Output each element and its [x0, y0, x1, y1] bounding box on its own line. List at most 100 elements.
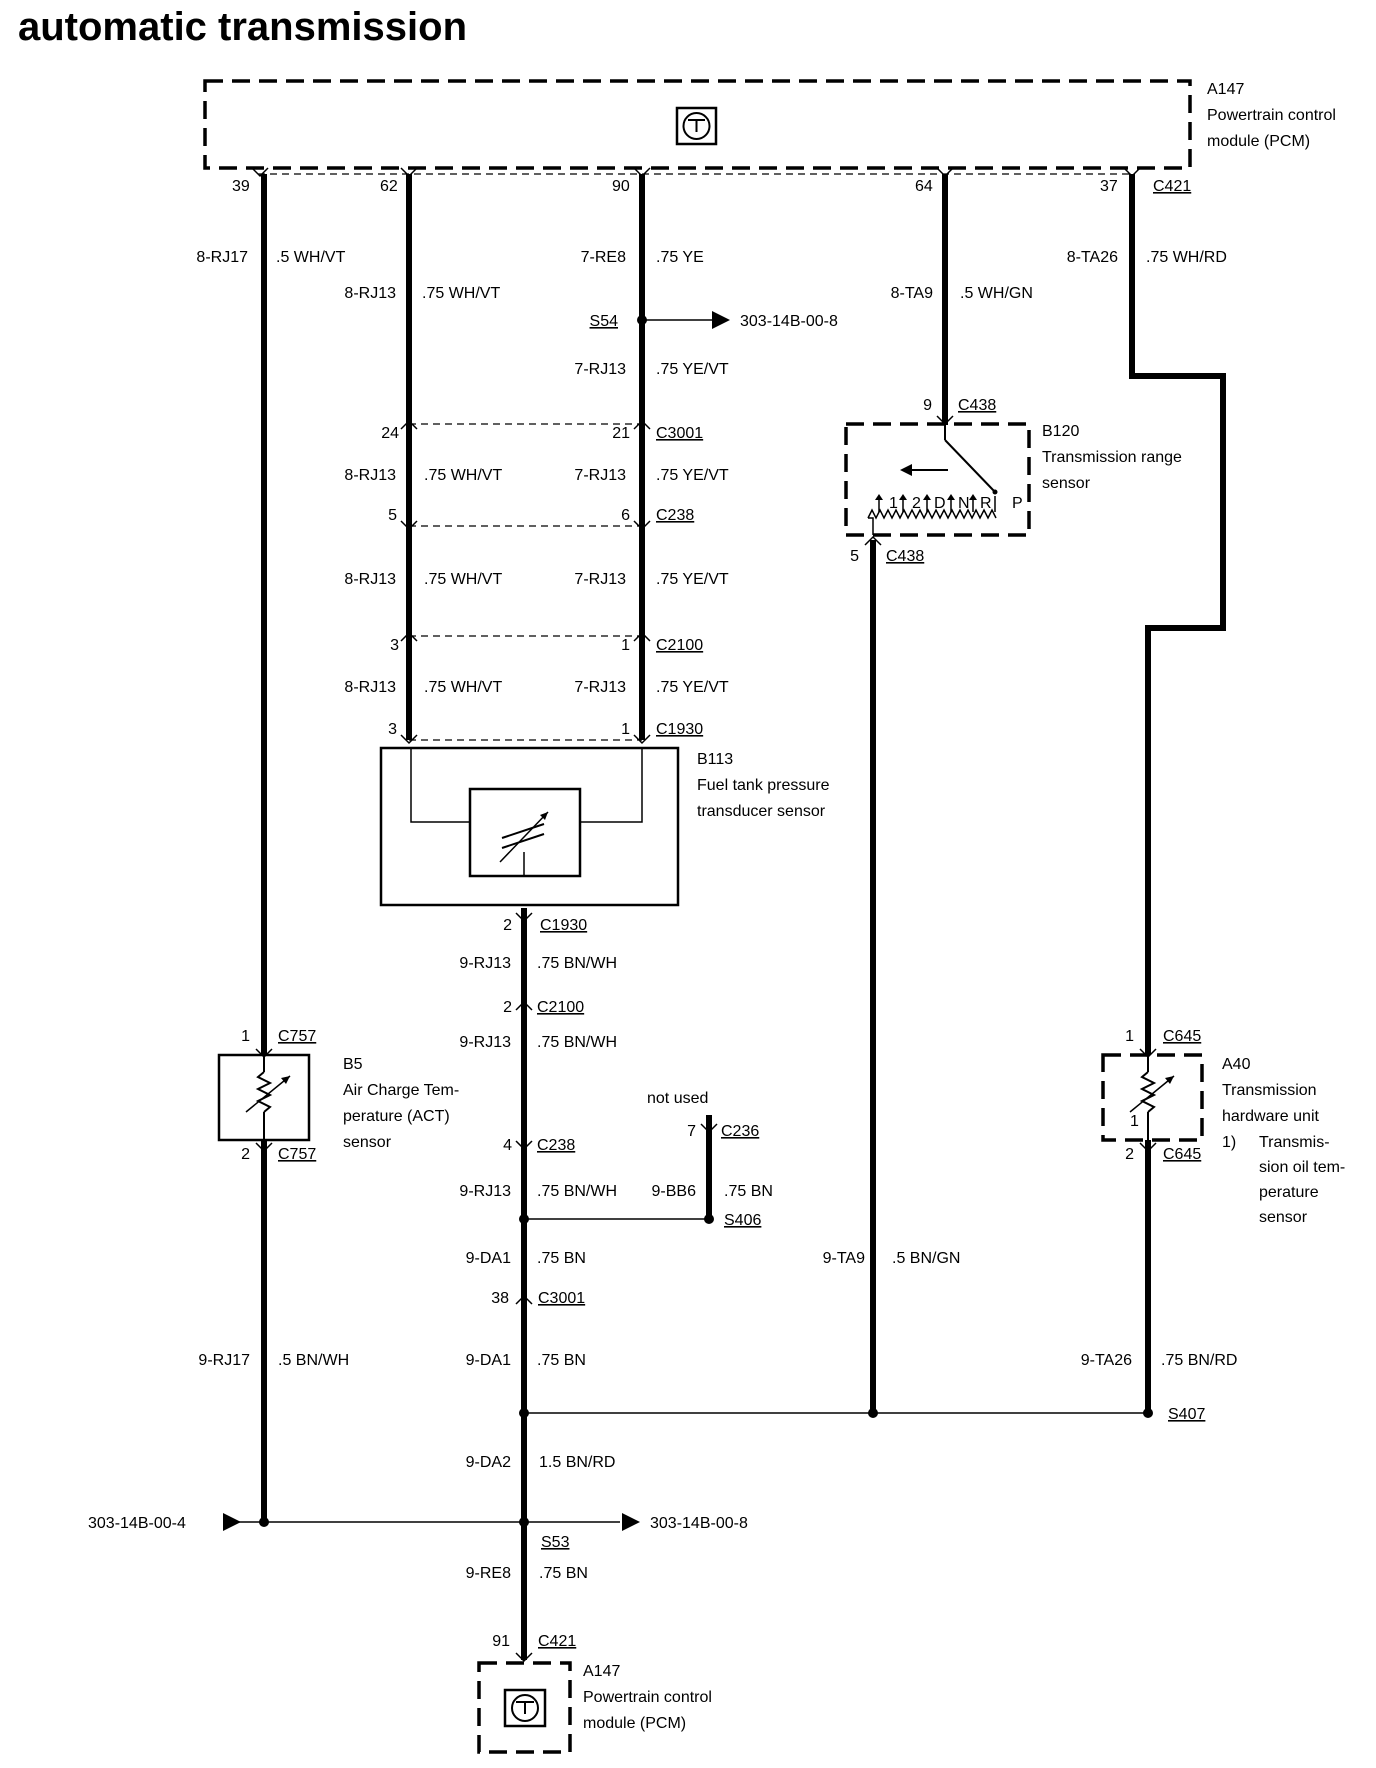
c1930-bottom-marker	[515, 912, 533, 923]
pcm-bottom-id: A147	[583, 1663, 620, 1680]
c1930-bottom-pin: 2	[503, 917, 512, 934]
seg4-b-spec: .75 YE/VT	[656, 679, 729, 696]
seg10-code: 9-DA2	[466, 1454, 511, 1471]
pcm-top-id: A147	[1207, 81, 1244, 98]
seg6-spec: .75 BN/WH	[537, 1034, 617, 1051]
conn-c421-top: C421	[1153, 178, 1191, 195]
c3001-top-pin-b: 21	[612, 425, 630, 442]
a40-item-l3: perature	[1259, 1184, 1319, 1201]
oil-temp-thermistor-icon	[1129, 1055, 1175, 1140]
not-used-label: not used	[647, 1090, 708, 1107]
b120-line1: Transmission range	[1042, 449, 1182, 466]
b113-internal-leads	[410, 748, 643, 823]
c238-top-pin-b: 6	[621, 507, 630, 524]
b120-pos-d: D	[934, 495, 946, 512]
c238-bottom-marker	[515, 1140, 533, 1151]
thermistor-icon	[245, 1055, 291, 1140]
c2100-top-id: C2100	[656, 637, 703, 654]
c2100-bottom-id: C2100	[537, 999, 584, 1016]
ta9b-code: 9-TA9	[823, 1250, 865, 1267]
b120-line2: sensor	[1042, 475, 1091, 492]
seg2-a-code: 8-RJ13	[344, 467, 396, 484]
a40-housing	[1101, 1053, 1204, 1142]
pcm-pin-90: 90	[612, 178, 630, 195]
c236-pin: 7	[687, 1123, 696, 1140]
w2-spec: .75 WH/VT	[422, 285, 500, 302]
c645-bottom-pin: 2	[1125, 1146, 1134, 1163]
rj17b-code: 9-RJ17	[198, 1352, 250, 1369]
w3b-spec: .75 YE/VT	[656, 361, 729, 378]
s53-dot-center	[519, 1517, 529, 1527]
b120-pos-p: P	[1012, 495, 1023, 512]
s53-ref-out: 303-14B-00-8	[650, 1515, 748, 1532]
c757-top-pin: 1	[241, 1028, 250, 1045]
c3001-top-id: C3001	[656, 425, 703, 442]
seg5-code: 9-RJ13	[459, 955, 511, 972]
c438-bottom-id: C438	[886, 548, 924, 565]
b5-id: B5	[343, 1056, 363, 1073]
seg11-spec: .75 BN	[539, 1565, 588, 1582]
seg7-code: 9-RJ13	[459, 1183, 511, 1200]
b120-pos-2: 2	[912, 495, 921, 512]
c757-bottom-pin: 2	[241, 1146, 250, 1163]
pcm-bottom-name-2: module (PCM)	[583, 1715, 686, 1732]
s407-dot-ta9	[868, 1408, 878, 1418]
a40-item-l1: Transmis-	[1259, 1134, 1330, 1151]
c238-top-markers	[400, 520, 651, 531]
c421-bottom-id: C421	[538, 1633, 576, 1650]
c2100-bottom-pin: 2	[503, 999, 512, 1016]
w3b-code: 7-RJ13	[574, 361, 626, 378]
c2100-top-pin-b: 1	[621, 637, 630, 654]
c645-bottom-marker	[1139, 1142, 1157, 1153]
pcm-bottom-icon	[503, 1688, 547, 1728]
a40-item-l4: sensor	[1259, 1209, 1308, 1226]
seg5-spec: .75 BN/WH	[537, 955, 617, 972]
s54-arrow-icon	[712, 311, 730, 329]
seg7-spec: .75 BN/WH	[537, 1183, 617, 1200]
c757-bottom-marker	[255, 1142, 273, 1153]
w3-code: 7-RE8	[581, 249, 626, 266]
c645-bottom-id: C645	[1163, 1146, 1201, 1163]
pcm-pin-39: 39	[232, 178, 250, 195]
w5-spec: .75 WH/RD	[1146, 249, 1227, 266]
c236-id: C236	[721, 1123, 759, 1140]
pcm-pin-64: 64	[915, 178, 933, 195]
diagram-title: automatic transmission	[18, 5, 467, 49]
c3001-bottom-marker	[515, 1294, 533, 1305]
w3-spec: .75 YE	[656, 249, 704, 266]
bb6-code: 9-BB6	[652, 1183, 697, 1200]
pcm-top-name-2: module (PCM)	[1207, 133, 1310, 150]
rj17b-spec: .5 BN/WH	[278, 1352, 349, 1369]
variable-capacitor-icon	[499, 811, 549, 876]
c2100-top-markers	[400, 631, 651, 642]
wire-ta26	[1129, 174, 1226, 1055]
ta26b-spec: .75 BN/RD	[1161, 1352, 1237, 1369]
c238-top-pin-a: 5	[388, 507, 397, 524]
seg9-code: 9-DA1	[466, 1352, 511, 1369]
pcm-bottom-name-1: Powertrain control	[583, 1689, 712, 1706]
s53-dot-left	[259, 1517, 269, 1527]
c421-bottom-marker	[515, 1652, 533, 1663]
b113-line2: transducer sensor	[697, 803, 826, 820]
seg2-b-spec: .75 YE/VT	[656, 467, 729, 484]
c238-bottom-id: C238	[537, 1137, 575, 1154]
s54-ref: 303-14B-00-8	[740, 313, 838, 330]
s406-dot-left	[519, 1214, 529, 1224]
range-switch-icon	[867, 424, 998, 535]
seg4-a-code: 8-RJ13	[344, 679, 396, 696]
seg3-a-code: 8-RJ13	[344, 571, 396, 588]
seg3-b-spec: .75 YE/VT	[656, 571, 729, 588]
s53-in-arrow-icon	[223, 1513, 241, 1531]
c438-top-pin: 9	[923, 397, 932, 414]
b120-pos-r: R	[980, 495, 992, 512]
w5-code: 8-TA26	[1067, 249, 1118, 266]
pcm-bottom-module	[477, 1661, 572, 1754]
w2-code: 8-RJ13	[344, 285, 396, 302]
seg6-code: 9-RJ13	[459, 1034, 511, 1051]
seg2-a-spec: .75 WH/VT	[424, 467, 502, 484]
seg2-b-code: 7-RJ13	[574, 467, 626, 484]
c438-bottom-pin: 5	[850, 548, 859, 565]
c1930-top-pin-a: 3	[388, 721, 397, 738]
c645-top-id: C645	[1163, 1028, 1201, 1045]
